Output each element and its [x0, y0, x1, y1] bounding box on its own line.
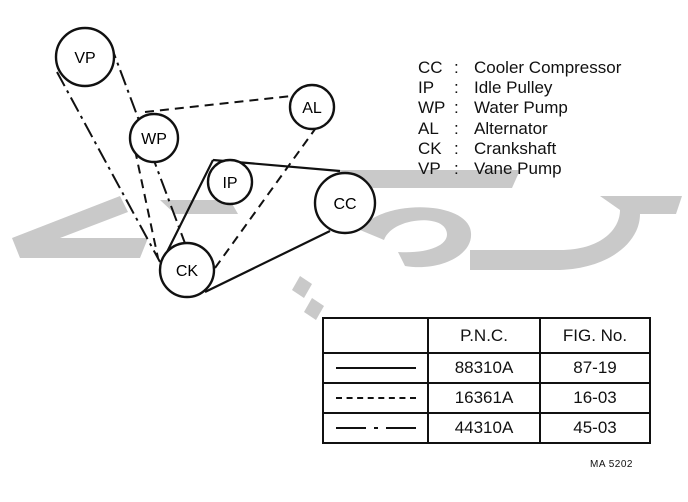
legend-row: VP : Vane Pump [418, 159, 621, 179]
pulley-wp: WP [128, 112, 180, 164]
table-header-row: P.N.C. FIG. No. [322, 317, 651, 354]
legend-row: IP : Idle Pulley [418, 78, 621, 98]
dashed-line-sample [335, 397, 416, 399]
legend-abbr: VP [418, 159, 441, 179]
pulley-vp-label: VP [74, 50, 95, 67]
legend-colon: : [454, 78, 459, 98]
pnc-cell: 16361A [427, 382, 541, 414]
pulley-ck-label: CK [176, 263, 199, 280]
belt-dashed [134, 95, 319, 269]
legend-colon: : [454, 58, 459, 77]
legend-row: CK : Crankshaft [418, 139, 621, 159]
drawing-code: MA 5202 [590, 459, 633, 470]
legend-name: Alternator [474, 118, 548, 138]
legend-abbr: CC [418, 58, 443, 77]
legend-colon: : [454, 118, 459, 138]
fig-cell: 45-03 [539, 412, 651, 444]
header-fig-no: FIG. No. [539, 317, 651, 354]
legend-row: WP : Water Pump [418, 98, 621, 118]
pnc-cell: 88310A [427, 352, 541, 384]
legend-name: Water Pump [474, 98, 568, 118]
fig-cell: 87-19 [539, 352, 651, 384]
legend-row: AL : Alternator [418, 119, 621, 139]
solid-line-sample [335, 367, 416, 369]
fig-cell: 16-03 [539, 382, 651, 414]
legend-name: Crankshaft [474, 138, 557, 158]
watermark-logo [12, 170, 682, 320]
legend-colon: : [454, 98, 459, 118]
legend-row: CC : Cooler Compressor [418, 58, 621, 78]
header-pnc: P.N.C. [427, 317, 541, 354]
line-style-cell [322, 352, 429, 384]
pulley-wp-label: WP [141, 131, 167, 148]
table-row: 44310A 45-03 [322, 412, 651, 444]
line-style-cell [322, 412, 429, 444]
pulley-vp: VP [54, 26, 116, 88]
legend-colon: : [454, 159, 459, 179]
legend-abbr: IP [418, 78, 435, 98]
pulley-legend: CC : Cooler Compressor IP : Idle Pulley … [418, 58, 621, 179]
table-row: 16361A 16-03 [322, 382, 651, 414]
pulley-ck: CK [158, 241, 216, 299]
pnc-cell: 44310A [427, 412, 541, 444]
pulley-ip: IP [206, 158, 254, 206]
legend-abbr: WP [418, 98, 446, 118]
legend-name: Idle Pulley [474, 78, 553, 98]
legend-name: Cooler Compressor [474, 58, 622, 77]
table-row: 88310A 87-19 [322, 352, 651, 384]
pulley-al: AL [288, 83, 336, 131]
header-line-style [322, 317, 429, 354]
legend-abbr: AL [418, 118, 439, 138]
legend-abbr: CK [418, 138, 442, 158]
legend-colon: : [454, 138, 459, 158]
pulley-al-label: AL [302, 100, 322, 117]
pulley-ip-label: IP [222, 175, 237, 192]
line-style-cell [322, 382, 429, 414]
dash-dot-line-sample [335, 427, 416, 429]
legend-name: Vane Pump [474, 159, 562, 179]
pulley-cc: CC [313, 171, 377, 235]
pulley-cc-label: CC [333, 196, 356, 213]
part-number-table: P.N.C. FIG. No. 88310A 87-19 16361A 16-0… [322, 317, 651, 444]
